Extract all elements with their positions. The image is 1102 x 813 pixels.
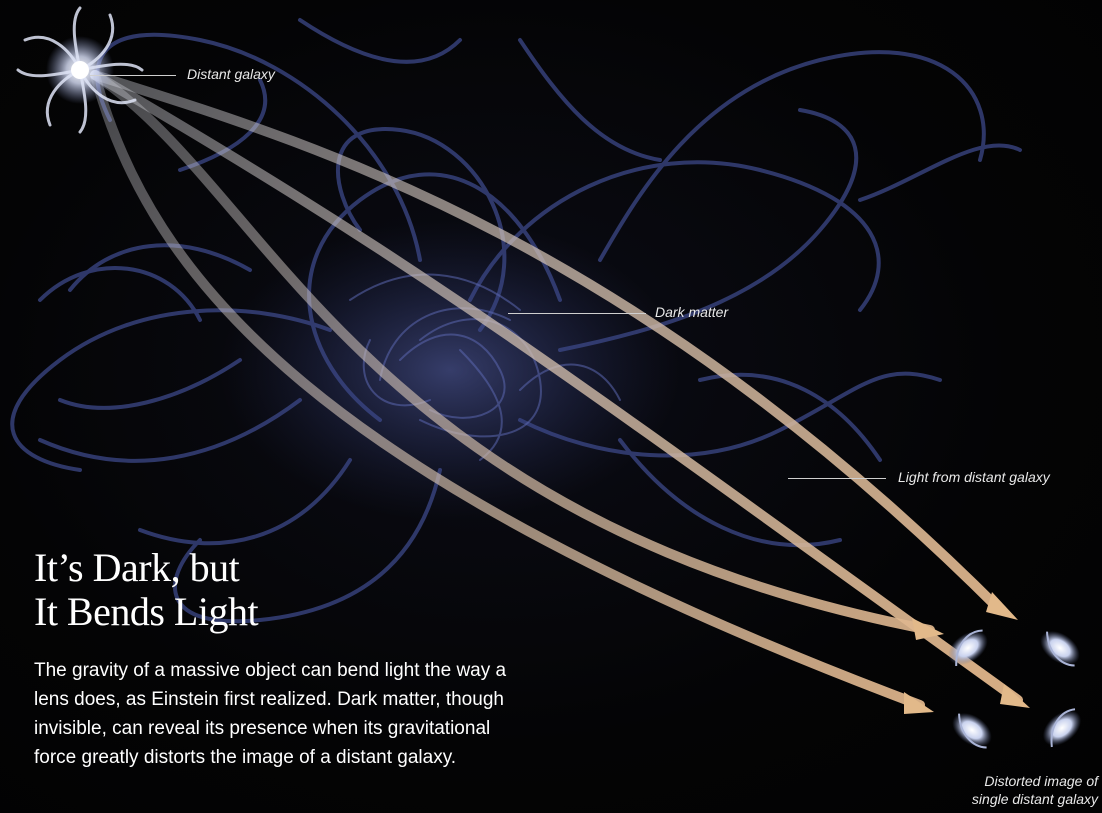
- beam-arrowheads: [904, 592, 1030, 714]
- distorted-images: [948, 629, 1082, 749]
- light-leader: [788, 478, 886, 479]
- arrowhead-2: [1000, 684, 1030, 708]
- distorted-image-label: Distorted image of single distant galaxy: [972, 772, 1098, 808]
- beam-1: [90, 70, 1005, 615]
- arrowhead-1: [986, 592, 1018, 620]
- body-text: The gravity of a massive object can bend…: [34, 660, 507, 768]
- beam-4: [90, 70, 925, 710]
- dark-matter: [10, 18, 1022, 624]
- dark-matter-leader: [508, 313, 646, 314]
- beam-3: [90, 70, 935, 635]
- dark-matter-label: Dark matter: [655, 304, 729, 320]
- distorted-label-line-2: single distant galaxy: [971, 791, 1098, 807]
- headline-line-1: It’s Dark, but: [34, 545, 240, 590]
- distant-galaxy-label: Distant galaxy: [187, 66, 275, 82]
- distorted-label-line-1: Distorted image of: [984, 773, 1098, 789]
- light-label: Light from distant galaxy: [898, 469, 1050, 485]
- headline-line-2: It Bends Light: [34, 589, 259, 634]
- light-beams: [90, 70, 1023, 710]
- headline: It’s Dark, but It Bends Light: [34, 545, 259, 634]
- distant-galaxy: [16, 6, 144, 134]
- distant-galaxy-leader: [90, 75, 176, 76]
- arrowhead-3: [912, 618, 944, 640]
- arrowhead-4: [904, 692, 934, 714]
- beam-2: [90, 70, 1023, 705]
